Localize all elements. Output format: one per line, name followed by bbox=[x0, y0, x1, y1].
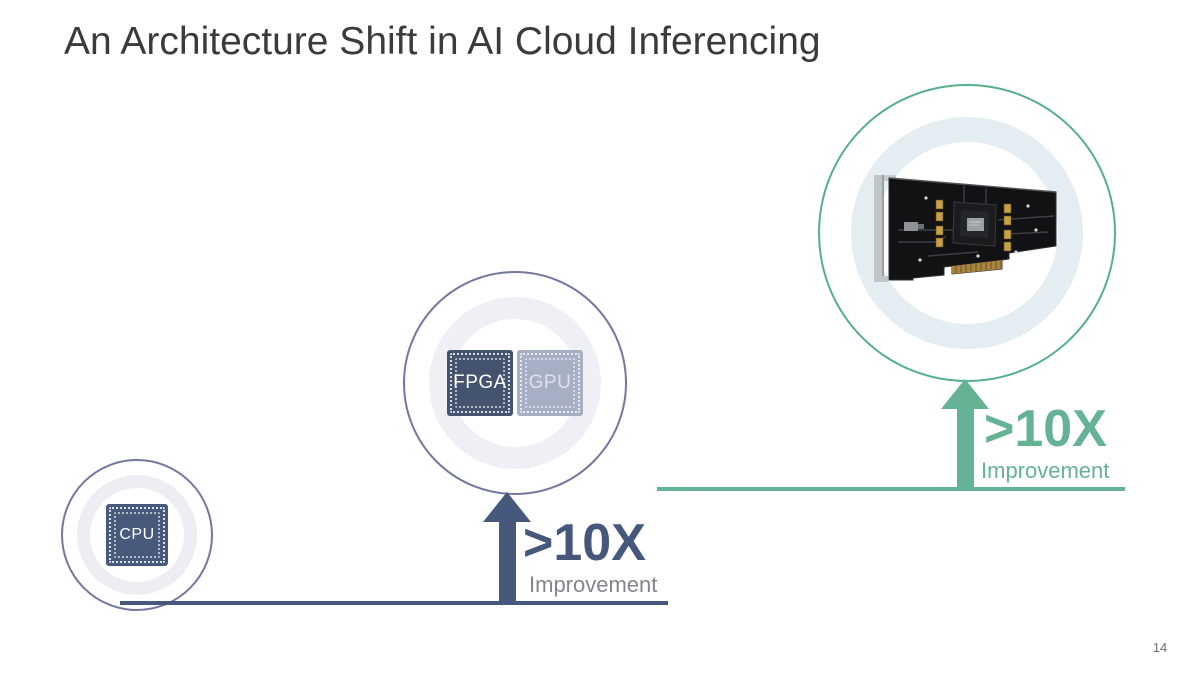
fpga-chip-icon: FPGA bbox=[447, 350, 513, 416]
slide-title: An Architecture Shift in AI Cloud Infere… bbox=[64, 20, 821, 63]
up-arrow-icon-green bbox=[941, 379, 989, 409]
gpu-chip-icon: GPU bbox=[517, 350, 583, 416]
upper-step-green bbox=[657, 487, 1125, 491]
improvement-caption-dark: Improvement bbox=[529, 572, 658, 597]
improvement-metric-green: >10X bbox=[984, 400, 1107, 458]
up-arrow-icon-dark bbox=[483, 492, 531, 522]
improvement-metric-dark: >10X bbox=[523, 514, 646, 572]
cpu-stage-circle: CPU bbox=[61, 459, 213, 611]
cpu-chips-row: CPU bbox=[106, 504, 168, 566]
baseline-step-dark bbox=[120, 601, 668, 605]
gpu-chip-label: GPU bbox=[528, 372, 572, 393]
fpga-gpu-stage-circle: FPGA GPU bbox=[403, 271, 627, 495]
fpga-chip-label: FPGA bbox=[453, 372, 507, 393]
up-arrow-stem-dark bbox=[499, 519, 516, 605]
page-number: 14 bbox=[1152, 640, 1168, 655]
up-arrow-stem-green bbox=[957, 406, 974, 491]
accelerator-stage-circle bbox=[818, 84, 1116, 382]
cpu-chip-icon: CPU bbox=[106, 504, 168, 566]
accelerator-card-icon bbox=[874, 175, 1057, 282]
fpga-gpu-chips-row: FPGA GPU bbox=[447, 350, 583, 416]
improvement-caption-green: Improvement bbox=[981, 458, 1110, 483]
cpu-chip-label: CPU bbox=[119, 526, 155, 543]
